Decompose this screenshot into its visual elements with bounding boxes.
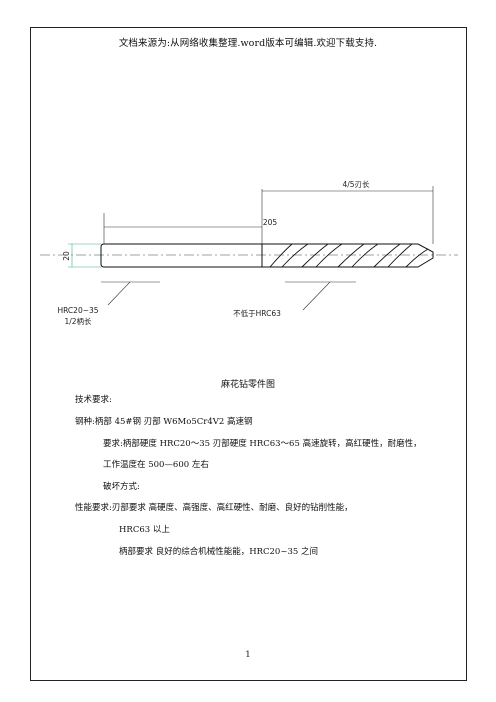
text-shank-req: 柄部要求 良好的综合机械性能能，HRC20~35 之间	[119, 547, 318, 557]
helix-lines	[269, 243, 429, 268]
text-tech-req: 技术要求:	[75, 395, 112, 405]
text-steel: 钢种:柄部 45#钢 刃部 W6Mo5Cr4V2 高速钢	[75, 417, 253, 427]
drill-shank	[100, 243, 263, 268]
dim-diameter-label: 20	[62, 251, 71, 261]
diameter-dim	[68, 243, 101, 268]
label-edge-hardness: 不低于HRC63	[233, 308, 281, 318]
edge-leader	[285, 281, 356, 311]
figure-caption: 麻花钻零件图	[220, 380, 275, 390]
text-requirements: 要求:柄部硬度 HRC20～35 刃部硬度 HRC63～65 高速旋转，高红硬性…	[103, 439, 422, 449]
shank-leader	[101, 281, 160, 306]
length-dim	[103, 189, 263, 244]
page-header: 文档来源为:从网络收集整理.word版本可编辑.欢迎下载支持.	[118, 38, 378, 49]
dim-flute-label: 4/5刃长	[342, 179, 370, 189]
text-hrc63: HRC63 以上	[119, 525, 170, 535]
text-temp: 工作温度在 500—600 左右	[103, 460, 209, 470]
drill-flute-outline	[262, 243, 434, 268]
text-performance: 性能要求:刃部要求 高硬度、高强度、高红硬性、耐磨、良好的钻削性能，	[75, 503, 353, 513]
page-number: 1	[245, 650, 251, 660]
label-shank-hardness: HRC20~35	[57, 306, 98, 315]
label-shank-length: 1/2柄长	[64, 316, 92, 326]
text-failure: 破坏方式:	[103, 482, 140, 492]
page-border	[30, 27, 467, 681]
dim-total-label: 205	[263, 218, 278, 227]
flute-dim	[262, 186, 434, 244]
